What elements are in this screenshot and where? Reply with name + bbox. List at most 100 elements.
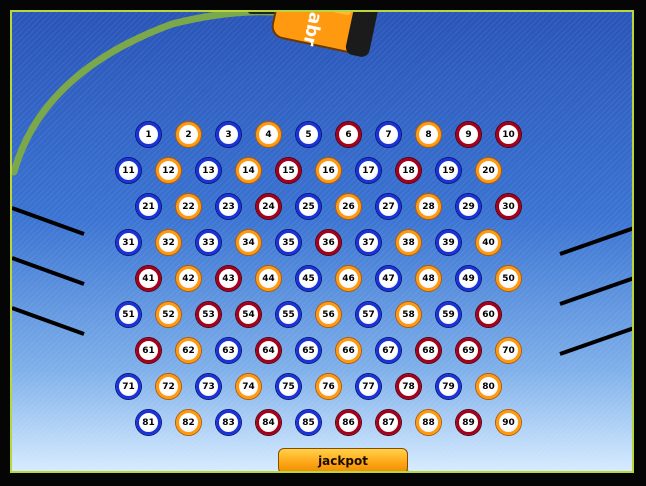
ball-51[interactable]: 51 bbox=[116, 302, 141, 327]
ball-45[interactable]: 45 bbox=[296, 266, 321, 291]
ball-38[interactable]: 38 bbox=[396, 230, 421, 255]
ball-68[interactable]: 68 bbox=[416, 338, 441, 363]
ball-88[interactable]: 88 bbox=[416, 410, 441, 435]
left-bar-2 bbox=[12, 256, 85, 286]
ball-87[interactable]: 87 bbox=[376, 410, 401, 435]
ball-90[interactable]: 90 bbox=[496, 410, 521, 435]
ball-66[interactable]: 66 bbox=[336, 338, 361, 363]
ball-58[interactable]: 58 bbox=[396, 302, 421, 327]
ball-22[interactable]: 22 bbox=[176, 194, 201, 219]
right-bar-3 bbox=[559, 326, 632, 356]
ball-79[interactable]: 79 bbox=[436, 374, 461, 399]
right-bar-2 bbox=[559, 276, 632, 306]
ball-35[interactable]: 35 bbox=[276, 230, 301, 255]
ball-67[interactable]: 67 bbox=[376, 338, 401, 363]
ball-52[interactable]: 52 bbox=[156, 302, 181, 327]
ball-29[interactable]: 29 bbox=[456, 194, 481, 219]
ball-17[interactable]: 17 bbox=[356, 158, 381, 183]
ball-4[interactable]: 4 bbox=[256, 122, 281, 147]
ball-48[interactable]: 48 bbox=[416, 266, 441, 291]
ball-84[interactable]: 84 bbox=[256, 410, 281, 435]
ball-26[interactable]: 26 bbox=[336, 194, 361, 219]
ball-75[interactable]: 75 bbox=[276, 374, 301, 399]
ball-25[interactable]: 25 bbox=[296, 194, 321, 219]
ball-1[interactable]: 1 bbox=[136, 122, 161, 147]
ball-81[interactable]: 81 bbox=[136, 410, 161, 435]
ball-21[interactable]: 21 bbox=[136, 194, 161, 219]
ball-78[interactable]: 78 bbox=[396, 374, 421, 399]
ball-39[interactable]: 39 bbox=[436, 230, 461, 255]
ball-19[interactable]: 19 bbox=[436, 158, 461, 183]
bottle-icon: abr bbox=[248, 12, 378, 57]
ball-8[interactable]: 8 bbox=[416, 122, 441, 147]
jackpot-button[interactable]: jackpot bbox=[278, 448, 408, 471]
ball-77[interactable]: 77 bbox=[356, 374, 381, 399]
ball-11[interactable]: 11 bbox=[116, 158, 141, 183]
ball-86[interactable]: 86 bbox=[336, 410, 361, 435]
ball-59[interactable]: 59 bbox=[436, 302, 461, 327]
right-bar-1 bbox=[559, 226, 632, 256]
ball-18[interactable]: 18 bbox=[396, 158, 421, 183]
ball-47[interactable]: 47 bbox=[376, 266, 401, 291]
ball-64[interactable]: 64 bbox=[256, 338, 281, 363]
ball-65[interactable]: 65 bbox=[296, 338, 321, 363]
ball-50[interactable]: 50 bbox=[496, 266, 521, 291]
ball-82[interactable]: 82 bbox=[176, 410, 201, 435]
ball-10[interactable]: 10 bbox=[496, 122, 521, 147]
ball-74[interactable]: 74 bbox=[236, 374, 261, 399]
ball-54[interactable]: 54 bbox=[236, 302, 261, 327]
ball-27[interactable]: 27 bbox=[376, 194, 401, 219]
ball-20[interactable]: 20 bbox=[476, 158, 501, 183]
ball-85[interactable]: 85 bbox=[296, 410, 321, 435]
ball-72[interactable]: 72 bbox=[156, 374, 181, 399]
ball-31[interactable]: 31 bbox=[116, 230, 141, 255]
left-bar-1 bbox=[12, 206, 85, 236]
ball-36[interactable]: 36 bbox=[316, 230, 341, 255]
ball-9[interactable]: 9 bbox=[456, 122, 481, 147]
ball-80[interactable]: 80 bbox=[476, 374, 501, 399]
ball-57[interactable]: 57 bbox=[356, 302, 381, 327]
ball-15[interactable]: 15 bbox=[276, 158, 301, 183]
ball-46[interactable]: 46 bbox=[336, 266, 361, 291]
ball-7[interactable]: 7 bbox=[376, 122, 401, 147]
ball-6[interactable]: 6 bbox=[336, 122, 361, 147]
ball-43[interactable]: 43 bbox=[216, 266, 241, 291]
ball-63[interactable]: 63 bbox=[216, 338, 241, 363]
ball-2[interactable]: 2 bbox=[176, 122, 201, 147]
ball-5[interactable]: 5 bbox=[296, 122, 321, 147]
ball-61[interactable]: 61 bbox=[136, 338, 161, 363]
ball-53[interactable]: 53 bbox=[196, 302, 221, 327]
ball-71[interactable]: 71 bbox=[116, 374, 141, 399]
ball-16[interactable]: 16 bbox=[316, 158, 341, 183]
ball-12[interactable]: 12 bbox=[156, 158, 181, 183]
ball-76[interactable]: 76 bbox=[316, 374, 341, 399]
ball-42[interactable]: 42 bbox=[176, 266, 201, 291]
ball-89[interactable]: 89 bbox=[456, 410, 481, 435]
ball-32[interactable]: 32 bbox=[156, 230, 181, 255]
ball-56[interactable]: 56 bbox=[316, 302, 341, 327]
ball-40[interactable]: 40 bbox=[476, 230, 501, 255]
board-decor: abr bbox=[12, 12, 632, 356]
ball-62[interactable]: 62 bbox=[176, 338, 201, 363]
ball-44[interactable]: 44 bbox=[256, 266, 281, 291]
ball-13[interactable]: 13 bbox=[196, 158, 221, 183]
ball-49[interactable]: 49 bbox=[456, 266, 481, 291]
ball-14[interactable]: 14 bbox=[236, 158, 261, 183]
ball-37[interactable]: 37 bbox=[356, 230, 381, 255]
ball-70[interactable]: 70 bbox=[496, 338, 521, 363]
ball-23[interactable]: 23 bbox=[216, 194, 241, 219]
ball-33[interactable]: 33 bbox=[196, 230, 221, 255]
ball-28[interactable]: 28 bbox=[416, 194, 441, 219]
ball-41[interactable]: 41 bbox=[136, 266, 161, 291]
ball-3[interactable]: 3 bbox=[216, 122, 241, 147]
ball-60[interactable]: 60 bbox=[476, 302, 501, 327]
ball-55[interactable]: 55 bbox=[276, 302, 301, 327]
ball-73[interactable]: 73 bbox=[196, 374, 221, 399]
ball-34[interactable]: 34 bbox=[236, 230, 261, 255]
ball-30[interactable]: 30 bbox=[496, 194, 521, 219]
ball-69[interactable]: 69 bbox=[456, 338, 481, 363]
ball-24[interactable]: 24 bbox=[256, 194, 281, 219]
ball-83[interactable]: 83 bbox=[216, 410, 241, 435]
